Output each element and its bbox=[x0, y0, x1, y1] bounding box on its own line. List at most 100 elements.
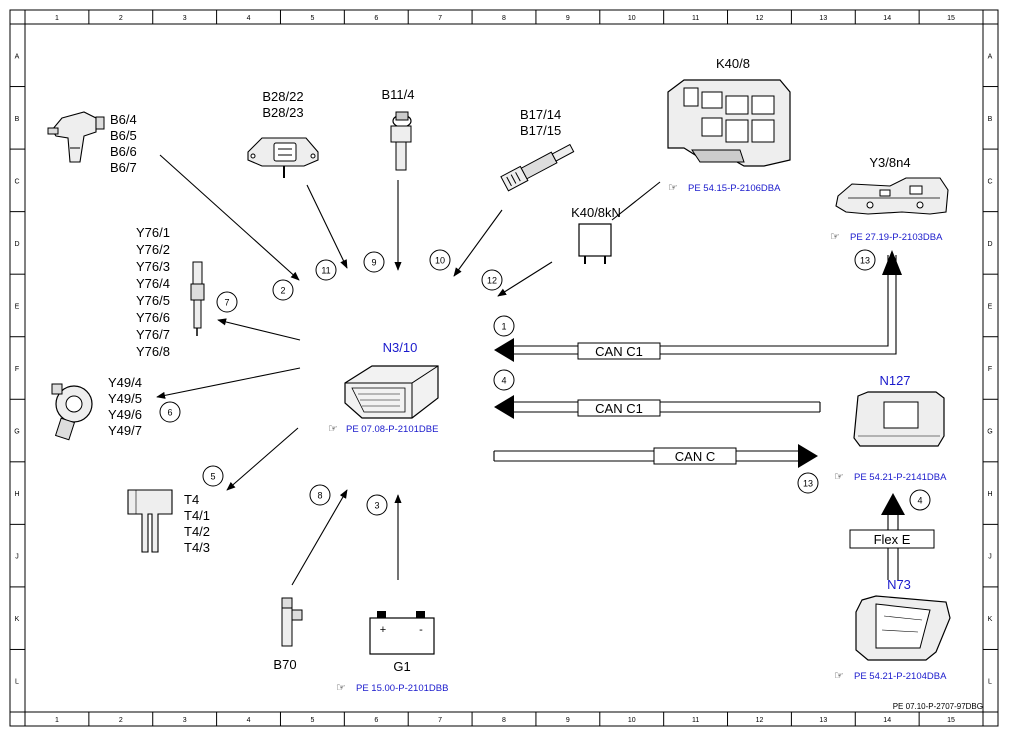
y76-7-label: Y76/7 bbox=[136, 327, 170, 342]
bus-can-c1-top: CAN C1 bbox=[494, 250, 902, 362]
b17-sensor: B17/14 B17/15 bbox=[500, 107, 575, 192]
arrow-n3-to-y76 bbox=[217, 318, 301, 341]
y3-8n4-label: Y3/8n4 bbox=[869, 155, 910, 170]
battery-plus: + bbox=[380, 624, 386, 636]
b6-sensor: B6/4 B6/5 B6/6 B6/7 bbox=[47, 111, 137, 175]
grid-row-label: C bbox=[987, 178, 992, 185]
n127-label: N127 bbox=[879, 373, 910, 388]
y49-5-label: Y49/5 bbox=[108, 391, 142, 406]
y76-injectors: Y76/1 Y76/2 Y76/3 Y76/4 Y76/5 Y76/6 Y76/… bbox=[136, 225, 205, 359]
signal-circle bbox=[216, 291, 238, 313]
can-c1-top-label: CAN C1 bbox=[595, 344, 643, 359]
t4-1-label: T4/1 bbox=[184, 508, 210, 523]
b11-4-sensor: B11/4 bbox=[381, 87, 415, 171]
y76-8-label: Y76/8 bbox=[136, 344, 170, 359]
k40-8kn-relay: K40/8kN bbox=[571, 205, 621, 264]
t4-ignition-coils: T4 T4/1 T4/2 T4/3 bbox=[127, 489, 210, 555]
grid-row-label: J bbox=[988, 554, 992, 561]
grid-row-label: C bbox=[14, 178, 19, 185]
k40-8-reference: PE 54.15-P-2106DBA bbox=[688, 183, 781, 194]
signal-number: 3 bbox=[374, 501, 379, 511]
grid-column-label: 7 bbox=[438, 15, 442, 22]
b11-4-label: B11/4 bbox=[381, 87, 414, 102]
b70-label: B70 bbox=[273, 657, 296, 672]
arrow-n3-to-t4 bbox=[226, 427, 299, 491]
signal-circle bbox=[159, 401, 181, 423]
n73-reference: PE 54.21-P-2104DBA bbox=[854, 671, 947, 682]
battery-icon bbox=[369, 617, 435, 655]
grid-row-label: K bbox=[15, 616, 20, 623]
grid-column-label: 13 bbox=[819, 15, 827, 22]
b17-15-label: B17/15 bbox=[520, 123, 561, 138]
y49-actuators: Y49/4 Y49/5 Y49/6 Y49/7 bbox=[51, 375, 142, 441]
grid-column-label: 7 bbox=[438, 717, 442, 724]
arrow-b17-to-n3 bbox=[453, 209, 503, 277]
grid-row-label: D bbox=[987, 241, 992, 248]
grid-column-label: 15 bbox=[947, 15, 955, 22]
grid-row-label: A bbox=[988, 53, 993, 60]
grid-column-label: 11 bbox=[692, 717, 699, 724]
grid-row-label: L bbox=[15, 679, 19, 686]
footer-code: PE 07.10-P-2707-97DBG bbox=[893, 702, 983, 711]
book-icon: ☞ bbox=[830, 231, 840, 243]
grid-column-label: 2 bbox=[119, 15, 123, 22]
grid-row-label: H bbox=[987, 491, 992, 498]
grid-row-label: J bbox=[15, 554, 19, 561]
line-k40-8 bbox=[611, 181, 661, 221]
grid-column-label: 10 bbox=[628, 717, 636, 724]
b17-14-label: B17/14 bbox=[520, 107, 561, 122]
grid-column-label: 2 bbox=[119, 717, 123, 724]
arrow-k40-to-n3 bbox=[497, 261, 553, 297]
n3-10-reference: PE 07.08-P-2101DBE bbox=[346, 424, 438, 435]
signal-circle bbox=[854, 249, 876, 271]
signal-circle bbox=[493, 315, 515, 337]
injector-icon bbox=[192, 261, 203, 285]
signal-number: 5 bbox=[210, 472, 215, 482]
grid-column-label: 6 bbox=[374, 717, 378, 724]
grid-column-label: 8 bbox=[502, 717, 506, 724]
grid-row-label: H bbox=[14, 491, 19, 498]
book-icon: ☞ bbox=[834, 670, 844, 682]
y49-4-label: Y49/4 bbox=[108, 375, 142, 390]
grid-column-label: 12 bbox=[756, 15, 764, 22]
k40-8-fuse-box: K40/8 ☞ PE 54.15-P-2106DBA bbox=[667, 56, 791, 194]
bus-flex-e: Flex E bbox=[849, 493, 935, 580]
book-icon: ☞ bbox=[328, 423, 338, 435]
signal-number: 4 bbox=[501, 376, 506, 386]
inner-frame bbox=[24, 23, 984, 713]
grid-row-label: E bbox=[15, 303, 20, 310]
y76-2-label: Y76/2 bbox=[136, 242, 170, 257]
signal-circle bbox=[797, 472, 819, 494]
signal-circle bbox=[202, 465, 224, 487]
t4-2-label: T4/2 bbox=[184, 524, 210, 539]
grid-column-label: 4 bbox=[247, 15, 251, 22]
grid-column-label: 3 bbox=[183, 15, 187, 22]
bus-can-c: CAN C bbox=[493, 444, 818, 468]
b70-sensor-icon bbox=[281, 607, 293, 647]
grid-column-label: 1 bbox=[55, 15, 59, 22]
grid-column-label: 10 bbox=[628, 15, 636, 22]
grid-row-label: K bbox=[988, 616, 993, 623]
g1-battery: + - G1 ☞ PE 15.00-P-2101DBB bbox=[336, 611, 448, 694]
signal-number: 9 bbox=[371, 258, 376, 268]
grid-row-label: B bbox=[15, 116, 20, 123]
grid-column-label: 14 bbox=[883, 15, 891, 22]
signal-number: 11 bbox=[321, 266, 330, 276]
g1-reference: PE 15.00-P-2101DBB bbox=[356, 683, 448, 694]
n3-10-icon bbox=[344, 365, 439, 419]
y49-7-label: Y49/7 bbox=[108, 423, 142, 438]
y3-8n4-reference: PE 27.19-P-2103DBA bbox=[850, 232, 943, 243]
signal-number: 13 bbox=[803, 479, 813, 489]
grid-row-label: G bbox=[14, 429, 19, 436]
signal-number: 7 bbox=[224, 298, 229, 308]
grid-row-label: L bbox=[988, 679, 992, 686]
book-icon: ☞ bbox=[834, 471, 844, 483]
signal-arrows bbox=[156, 154, 661, 586]
n3-10-control-unit: N3/10 ☞ PE 07.08-P-2101DBE bbox=[328, 340, 439, 435]
signal-number: 8 bbox=[317, 491, 322, 501]
grid-row-label: B bbox=[988, 116, 993, 123]
y76-5-label: Y76/5 bbox=[136, 293, 170, 308]
b11-4-sensor-icon bbox=[395, 141, 407, 171]
grid-column-label: 3 bbox=[183, 717, 187, 724]
grid-row-label: G bbox=[987, 429, 992, 436]
